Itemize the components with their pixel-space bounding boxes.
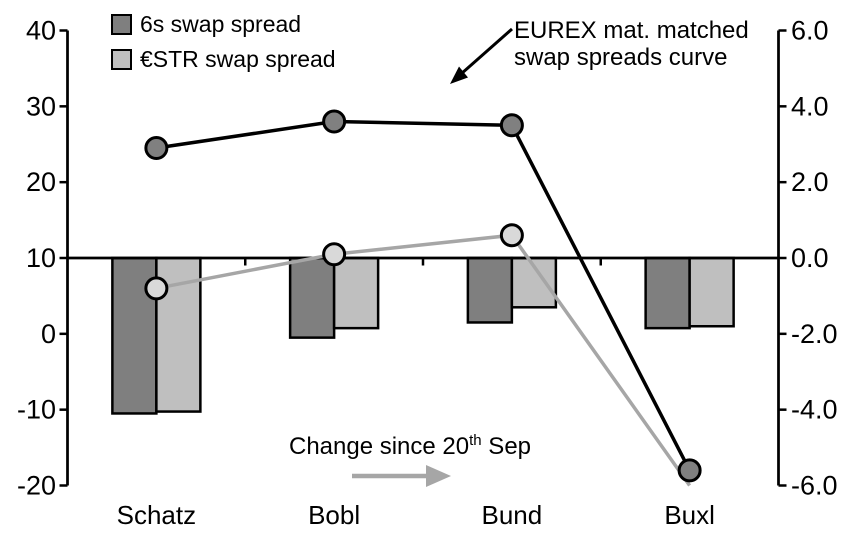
legend-label-6s: 6s swap spread	[140, 11, 302, 37]
left-axis-tick-label: -20	[17, 471, 56, 501]
marker-6s-bund	[499, 113, 524, 138]
line-6s-curve	[156, 119, 692, 472]
right-axis-tick-label: 0.0	[791, 243, 829, 273]
category-label-bund: Bund	[482, 500, 543, 530]
annotation-arrow-head-icon	[450, 66, 468, 84]
legend-item-6s: 6s swap spread	[111, 13, 336, 36]
right-axis-tick-label: 4.0	[791, 91, 829, 121]
left-axis-tick-label: 10	[26, 243, 56, 273]
bar-6s-bobl	[288, 256, 336, 339]
change-note-suffix: Sep	[481, 433, 532, 460]
curve-annotation-line1: EUREX mat. matched	[514, 17, 749, 44]
change-note-superscript: th	[469, 432, 482, 449]
category-label-bobl: Bobl	[308, 500, 360, 530]
legend-item-estr: €STR swap spread	[111, 48, 336, 71]
category-label-buxl: Buxl	[664, 500, 715, 530]
marker-estr-bobl	[322, 242, 347, 267]
bar-estr-bobl	[332, 256, 380, 330]
legend-swatch-6s-icon	[111, 14, 132, 35]
legend: 6s swap spread €STR swap spread	[111, 13, 336, 83]
left-axis-tick-label: 0	[41, 319, 56, 349]
bar-6s-buxl	[644, 256, 691, 330]
line-estr-curve	[156, 233, 692, 487]
curve-annotation-line2: swap spreads curve	[514, 44, 728, 71]
legend-label-estr: €STR swap spread	[140, 46, 336, 72]
legend-swatch-estr-icon	[111, 49, 132, 70]
right-axis-tick-label: -2.0	[791, 319, 838, 349]
marker-6s-buxl	[677, 458, 702, 483]
marker-estr-schatz	[144, 276, 169, 301]
change-arrow-head-icon	[426, 465, 451, 487]
left-axis-tick-label: 30	[26, 91, 56, 121]
marker-6s-schatz	[144, 136, 169, 161]
left-axis-tick-label: -10	[17, 395, 56, 425]
curve-annotation: EUREX mat. matched swap spreads curve	[514, 17, 749, 71]
right-axis-tick-label: 6.0	[791, 16, 829, 46]
marker-estr-bund	[499, 223, 524, 248]
left-axis-tick-label: 40	[26, 16, 56, 46]
bar-estr-buxl	[688, 256, 735, 328]
change-note-text: Change since 20	[288, 433, 470, 460]
left-axis-tick-label: 20	[26, 167, 56, 197]
annotation-arrow-line	[460, 27, 513, 76]
right-axis-tick-label: 2.0	[791, 167, 829, 197]
right-axis-tick-label: -4.0	[791, 395, 838, 425]
bar-6s-bund	[466, 256, 514, 324]
change-since-note: Change since 20th Sep	[250, 433, 570, 461]
category-label-schatz: Schatz	[117, 500, 197, 530]
marker-6s-bobl	[322, 109, 347, 134]
right-axis-tick-label: -6.0	[791, 471, 838, 501]
